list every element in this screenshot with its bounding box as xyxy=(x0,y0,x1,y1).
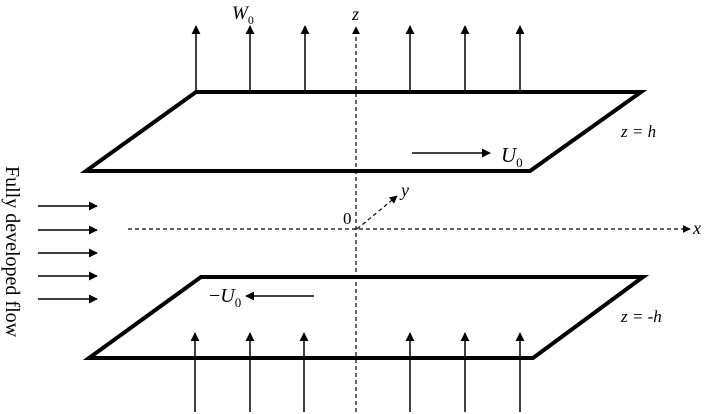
bottom-plate-label: z = -h xyxy=(620,307,662,326)
bottom-plate xyxy=(82,275,650,360)
inflow-label: Fully developed flow xyxy=(1,166,23,338)
w0-label: W0 xyxy=(232,3,254,27)
origin-label: 0 xyxy=(343,209,352,228)
top-suction-arrows xyxy=(191,25,525,92)
neg-u0-label: −U0 xyxy=(209,285,241,310)
inflow-arrows xyxy=(38,201,98,304)
x-axis-label: x xyxy=(692,218,701,238)
top-plate xyxy=(79,90,648,173)
y-axis-label: y xyxy=(399,180,409,200)
z-axis-label: z xyxy=(351,4,359,24)
bottom-injection-arrows xyxy=(190,332,525,412)
y-axis xyxy=(356,195,398,230)
top-plate-label: z = h xyxy=(620,122,656,141)
u0-label: U0 xyxy=(501,143,523,170)
